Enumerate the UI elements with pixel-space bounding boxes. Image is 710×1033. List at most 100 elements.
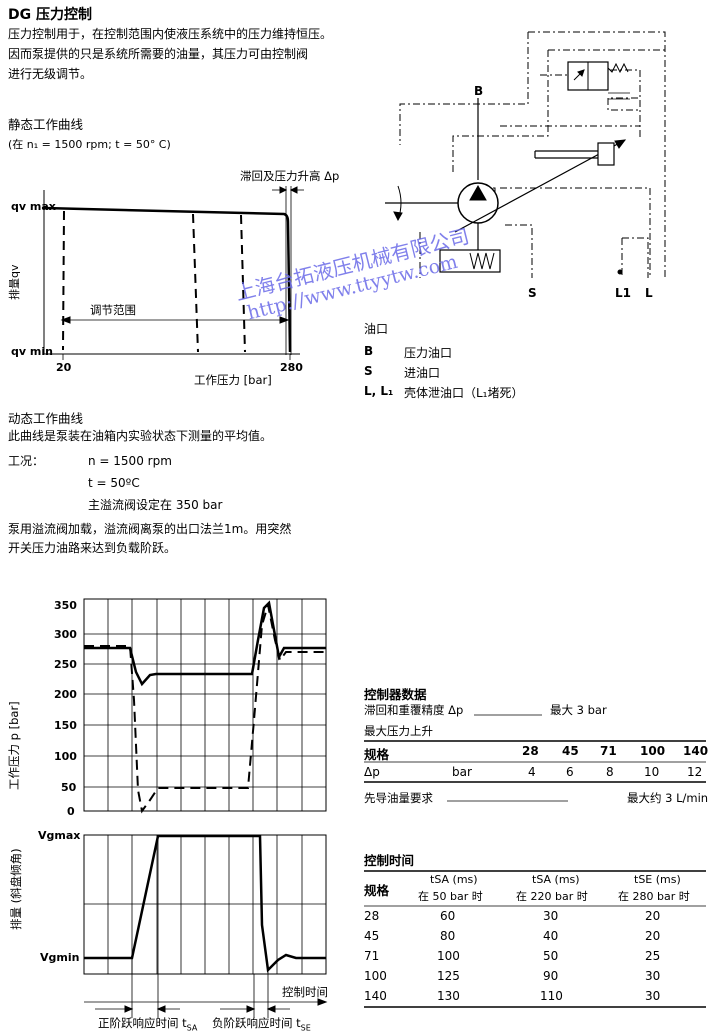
condition-temp: t = 50ºC <box>88 476 140 490</box>
port-b-label: B <box>474 84 484 98</box>
col-tsa50-header: tSA (ms) <box>430 873 478 886</box>
size-28-header: 28 <box>522 744 539 758</box>
table-cell: 130 <box>437 989 460 1003</box>
table-cell: 80 <box>440 929 456 943</box>
dynamic-curve-desc: 此曲线是泵装在油箱内实验状态下测量的平均值。 <box>8 429 273 443</box>
port-l-label: L <box>645 286 653 300</box>
table-cell: 110 <box>540 989 563 1003</box>
spec-header: 规格 <box>364 747 390 762</box>
dynamic-displacement-chart <box>83 834 328 1018</box>
table-cell: 30 <box>543 909 559 923</box>
dynamic-note-1: 泵用溢流阀加载，溢流阀离泵的出口法兰1m。用突然 <box>8 522 292 536</box>
size-140-header: 140 <box>683 744 709 758</box>
col-spec-header: 规格 <box>364 883 390 898</box>
control-time-axis-label: 控制时间 <box>282 985 328 999</box>
static-curve-condition: (在 n₁ = 1500 rpm; t = 50° C) <box>8 138 171 151</box>
size-71-header: 71 <box>600 744 617 758</box>
table-cell: 45 <box>364 929 380 943</box>
ytick-250: 250 <box>54 658 77 671</box>
delta-p-label: Δp <box>364 765 380 779</box>
table-cell: 20 <box>645 909 661 923</box>
table-cell: 40 <box>543 929 559 943</box>
table-rules <box>364 714 706 1008</box>
control-time-heading: 控制时间 <box>364 853 415 868</box>
vgmax-label: Vgmax <box>38 829 81 842</box>
condition-speed: n = 1500 rpm <box>88 454 172 468</box>
x-max-tick: 280 <box>280 361 303 374</box>
swash-axis-label: 排量 (斜盘倾角) <box>9 848 23 930</box>
ytick-350: 350 <box>54 599 77 612</box>
ytick-200: 200 <box>54 688 77 701</box>
table-cell: 30 <box>645 969 661 983</box>
col-tsa50-sub: 在 50 bar 时 <box>418 890 483 903</box>
port-desc: 壳体泄油口（L₁堵死） <box>404 386 524 400</box>
pressure-axis-label: 工作压力 p [bar] <box>7 701 21 790</box>
hysteresis-annotation: 滞回及压力升高 Δp <box>240 169 340 183</box>
ytick-50: 50 <box>61 781 77 794</box>
delta-p-28: 4 <box>528 765 536 779</box>
table-cell: 125 <box>437 969 460 983</box>
table-cell: 25 <box>645 949 661 963</box>
ytick-150: 150 <box>54 719 77 732</box>
port-desc: 压力油口 <box>404 346 453 360</box>
delta-p-100: 10 <box>644 765 660 779</box>
col-tsa220-sub: 在 220 bar 时 <box>516 890 588 903</box>
dynamic-note-2: 开关压力油路来达到负载阶跃。 <box>8 541 177 555</box>
range-label: 调节范围 <box>90 303 136 317</box>
delta-p-140: 12 <box>687 765 703 779</box>
port-code: B <box>364 344 374 358</box>
ytick-300: 300 <box>54 628 77 641</box>
intro-line-2: 因而泵提供的只是系统所需要的油量，其压力可由控制阀 <box>8 47 309 61</box>
col-tsa220-header: tSA (ms) <box>532 873 580 886</box>
table-cell: 30 <box>645 989 661 1003</box>
negative-step-label: 负阶跃响应时间 tSE <box>212 1016 311 1033</box>
table-cell: 20 <box>645 929 661 943</box>
delta-p-71: 8 <box>606 765 614 779</box>
page-title: DG 压力控制 <box>8 7 92 23</box>
displacement-axis-label: 排量qv <box>8 264 21 301</box>
controller-heading: 控制器数据 <box>364 687 427 702</box>
intro-line-1: 压力控制用于，在控制范围内使液压系统中的压力维持恒压。 <box>8 27 333 41</box>
x-min-tick: 20 <box>56 361 72 374</box>
size-100-header: 100 <box>640 744 666 758</box>
hydraulic-circuit <box>385 31 666 278</box>
port-code: L, L₁ <box>364 384 394 398</box>
table-cell: 28 <box>364 909 380 923</box>
col-tse280-sub: 在 280 bar 时 <box>618 890 690 903</box>
port-code: S <box>364 364 373 378</box>
size-45-header: 45 <box>562 744 579 758</box>
col-tse280-header: tSE (ms) <box>634 873 681 886</box>
pressure-rise-label: 最大压力上升 <box>364 724 433 738</box>
table-cell: 71 <box>364 949 380 963</box>
port-desc: 进油口 <box>404 366 441 380</box>
table-cell: 100 <box>437 949 460 963</box>
dynamic-curve-heading: 动态工作曲线 <box>8 411 84 426</box>
vgmin-label: Vgmin <box>40 951 80 964</box>
hysteresis-value: 最大 3 bar <box>550 703 607 717</box>
y-max-label: qv max <box>11 200 56 213</box>
x-axis-label: 工作压力 [bar] <box>194 373 272 387</box>
dynamic-pressure-chart <box>83 598 327 814</box>
table-cell: 140 <box>364 989 387 1003</box>
ports-heading: 油口 <box>364 322 389 336</box>
port-l1-label: L1 <box>615 286 631 300</box>
condition-relief: 主溢流阀设定在 350 bar <box>88 498 223 512</box>
table-cell: 100 <box>364 969 387 983</box>
port-s-label: S <box>528 286 537 300</box>
ytick-100: 100 <box>54 750 77 763</box>
pilot-flow-label: 先导油量要求 <box>364 791 433 805</box>
y-min-label: qv min <box>11 345 53 358</box>
delta-p-unit: bar <box>452 765 472 779</box>
conditions-label: 工况： <box>8 454 45 468</box>
positive-step-label: 正阶跃响应时间 tSA <box>98 1016 198 1033</box>
ytick-0: 0 <box>67 805 75 818</box>
table-cell: 90 <box>543 969 559 983</box>
hysteresis-label: 滞回和重覆精度 Δp <box>364 703 464 717</box>
static-curve-heading: 静态工作曲线 <box>8 117 84 132</box>
static-curve-plot <box>43 186 304 360</box>
table-cell: 50 <box>543 949 559 963</box>
table-cell: 60 <box>440 909 456 923</box>
delta-p-45: 6 <box>566 765 574 779</box>
intro-line-3: 进行无级调节。 <box>8 67 93 81</box>
